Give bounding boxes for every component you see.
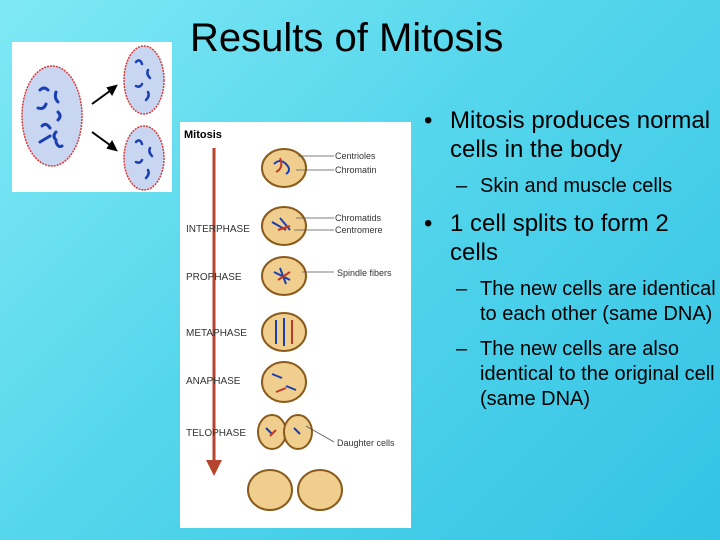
diagram-heading: Mitosis xyxy=(184,129,222,141)
label-centrioles: Centrioles xyxy=(335,151,376,161)
sub-bullet-item: – The new cells are identical to each ot… xyxy=(420,277,716,327)
label-spindle-fibers: Spindle fibers xyxy=(337,268,392,278)
bullet-text: 1 cell splits to form 2 cells xyxy=(450,210,669,266)
dash-icon: – xyxy=(456,338,468,360)
bullet-icon: • xyxy=(424,210,433,237)
slide-title: Results of Mitosis xyxy=(190,16,504,60)
sub-bullet-text: The new cells are identical to each othe… xyxy=(480,278,716,325)
sub-bullet-item: – The new cells are also identical to th… xyxy=(420,337,716,412)
cell-division-image xyxy=(12,42,172,192)
label-chromatids: Chromatids xyxy=(335,213,382,223)
sub-bullet-text: The new cells are also identical to the … xyxy=(480,338,715,410)
label-chromatin: Chromatin xyxy=(335,165,377,175)
phase-label-telophase: TELOPHASE xyxy=(186,428,246,439)
bullet-icon: • xyxy=(424,107,433,134)
phase-label-interphase: INTERPHASE xyxy=(186,224,250,235)
phase-label-metaphase: METAPHASE xyxy=(186,328,247,339)
label-centromere: Centromere xyxy=(335,225,383,235)
phase-label-anaphase: ANAPHASE xyxy=(186,376,241,387)
bullet-item: • 1 cell splits to form 2 cells xyxy=(420,209,716,267)
bullet-list: • Mitosis produces normal cells in the b… xyxy=(420,106,716,422)
bullet-text: Mitosis produces normal cells in the bod… xyxy=(450,107,711,163)
label-daughter-cells: Daughter cells xyxy=(337,438,395,448)
mitosis-diagram: Mitosis INTERPHASE PROPHASE METAPHASE AN… xyxy=(180,122,411,528)
sub-bullet-text: Skin and muscle cells xyxy=(480,175,673,197)
bullet-item: • Mitosis produces normal cells in the b… xyxy=(420,106,716,164)
sub-bullet-item: – Skin and muscle cells xyxy=(420,174,716,199)
phase-label-prophase: PROPHASE xyxy=(186,272,242,283)
dash-icon: – xyxy=(456,278,468,300)
dash-icon: – xyxy=(456,175,468,197)
